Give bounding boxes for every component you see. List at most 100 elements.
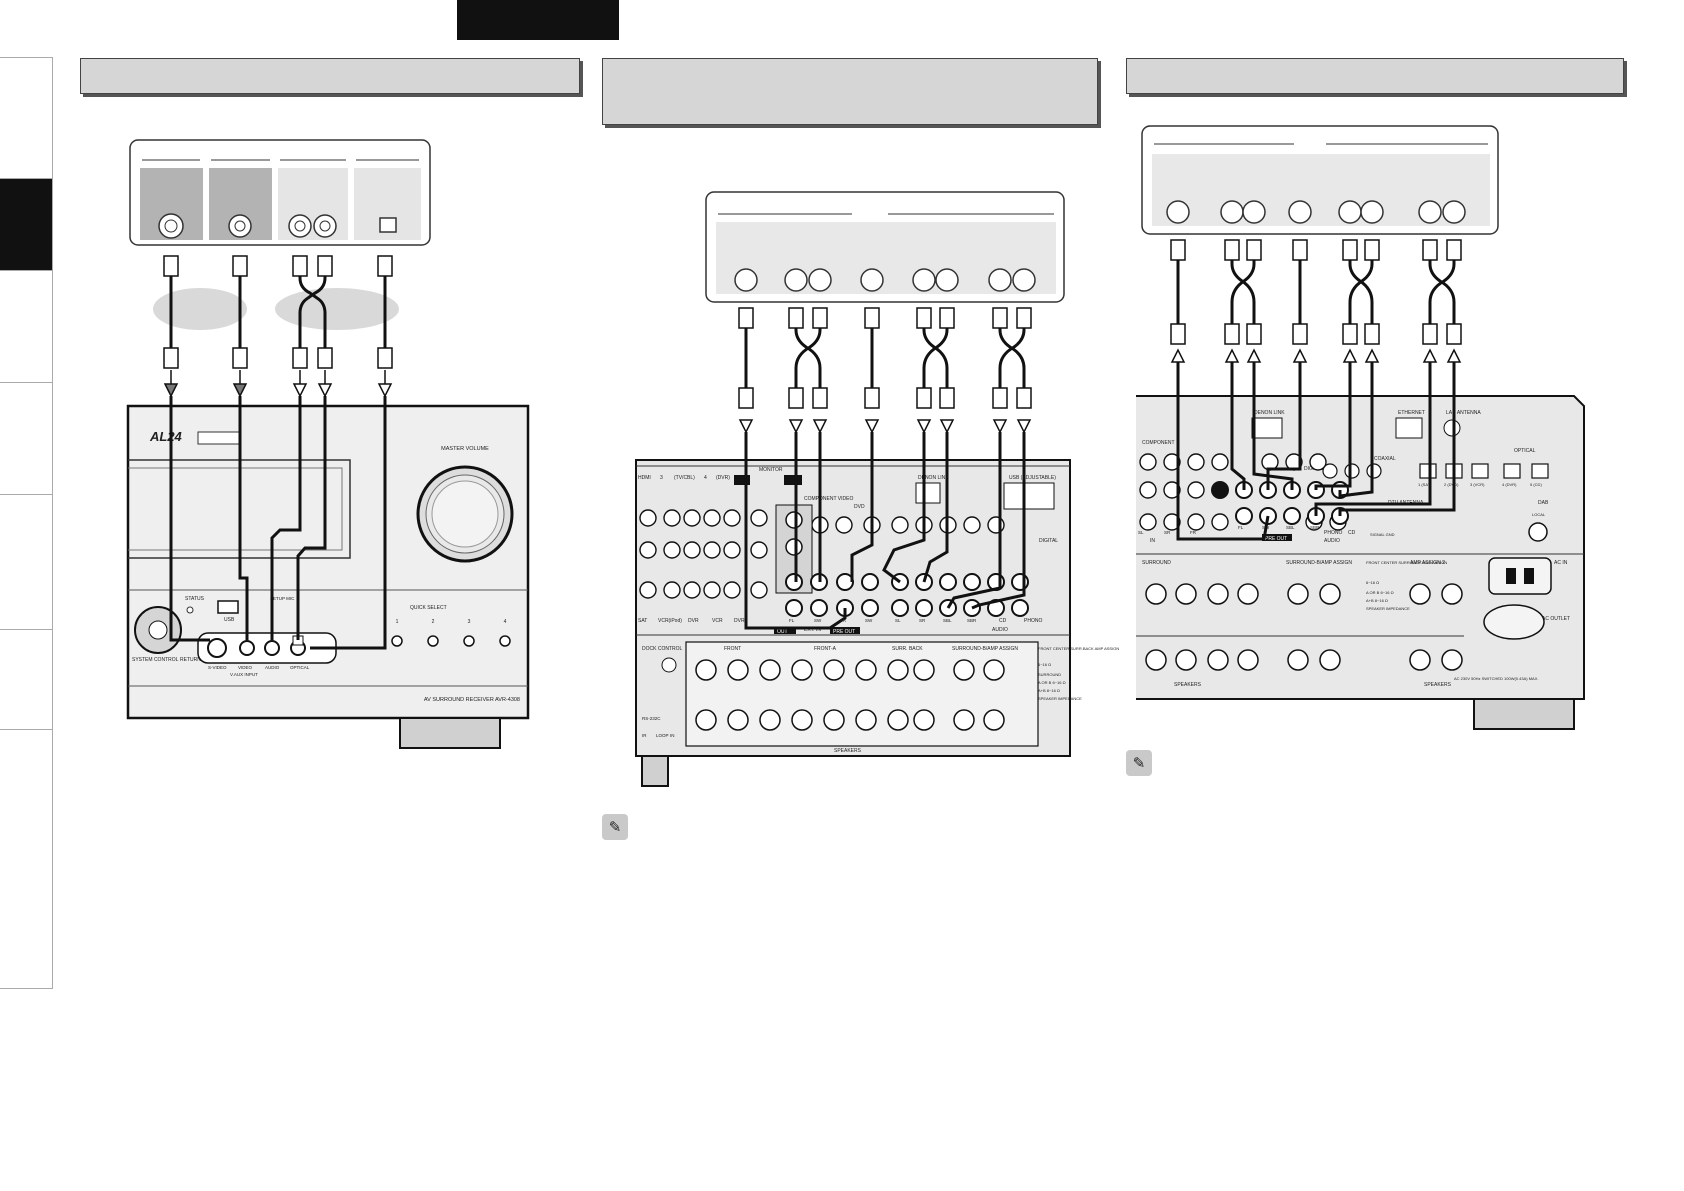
optical-label: OPTICAL (290, 665, 310, 670)
receiver-rear-panel-2: HDMI 3 (TV/CBL) 4 (DVR) MONITOR DENON LI… (635, 432, 1119, 787)
ethernet-label: ETHERNET (1398, 410, 1425, 416)
sidebar-tab-7[interactable] (0, 729, 52, 989)
optical-port-4-label: 4 (DVR) (1502, 482, 1517, 487)
optical-label-3: OPTICAL (1514, 448, 1536, 454)
denon-link-port[interactable] (915, 482, 941, 504)
lan-antenna-label: LAN ANTENNA (1446, 410, 1481, 416)
jack3-label-fr: FR (1190, 530, 1197, 535)
sidebar-tab-6[interactable] (0, 629, 52, 729)
pre-out-label-3: PRE OUT (1265, 536, 1287, 542)
signal-gnd-label: SIGNAL GND (1370, 532, 1395, 537)
section1-title (80, 58, 580, 94)
receiver-front-panel: AL24 MASTER VOLUME SYSTEM CONTROL RETURN… (126, 396, 530, 749)
sidebar-tab-4[interactable] (0, 382, 52, 494)
optical-port-5-label: 5 (CD) (1530, 482, 1542, 487)
note-pencil-icon-3: ✎ (1126, 750, 1152, 776)
ac-outlet-label: AC OUTLET (1542, 616, 1570, 622)
jack3-label-sl: SL (1138, 530, 1144, 535)
impedance-ab-2: A OR B 6~16 Ω (1038, 680, 1066, 685)
lan-antenna-port[interactable] (1443, 419, 1461, 437)
speakers-label-3a: SPEAKERS (1174, 682, 1202, 688)
usb-port-rear[interactable] (1003, 482, 1055, 510)
dab-antenna-port[interactable] (1528, 522, 1548, 542)
sidebar-tab-3[interactable] (0, 270, 52, 382)
quick-select-3-button[interactable] (463, 635, 475, 647)
quick-select-2-button[interactable] (427, 635, 439, 647)
impedance-front-2: 6~16 Ω (1038, 662, 1051, 667)
speaker-group-surround-b: SURROUND-B/AMP ASSIGN (952, 646, 1018, 652)
usb-port[interactable] (217, 600, 239, 614)
section3-cables (1176, 242, 1456, 339)
v-aux-input-label: V.AUX INPUT (230, 672, 258, 677)
ext-in-fl-jack (785, 573, 803, 591)
return-label: RETURN (180, 657, 201, 663)
pre-out-label: PRE OUT (833, 629, 855, 635)
component-jack-y[interactable] (785, 511, 803, 529)
dock-control-port[interactable] (661, 657, 677, 673)
optical-port-2-label: 2 (DVD) (1444, 482, 1459, 487)
monitor-port-1[interactable] (734, 475, 750, 485)
receiver-svideo-jack[interactable] (207, 638, 227, 658)
dab-label: DAB (1538, 500, 1549, 506)
monitor-port-2[interactable] (784, 475, 802, 485)
system-control-label: SYSTEM CONTROL (132, 657, 179, 663)
coaxial-label: COAXIAL (1374, 456, 1396, 462)
quick-select-4-button[interactable] (499, 635, 511, 647)
component-label-3: COMPONENT (1142, 440, 1175, 446)
rs232c-label: RS-232C (642, 716, 661, 721)
jack-label-sbl: SBL (943, 618, 952, 623)
front-center-label-3: FRONT CENTER SURR.BACK AMP ASSIGN (1366, 560, 1447, 565)
system-control-dial[interactable] (134, 606, 182, 654)
jack3-label-fl: FL (1238, 525, 1244, 530)
sidebar-tab-5[interactable] (0, 494, 52, 629)
device-audio-area (278, 168, 348, 240)
ac-in-socket[interactable] (1488, 557, 1552, 595)
receiver-video-jack[interactable] (239, 640, 255, 656)
denon-link-label-3: DENON LINK (1254, 410, 1285, 416)
receiver-audio-l-jack[interactable] (264, 640, 280, 656)
rear-wiring-2 (744, 432, 1026, 630)
speakers-label-3b: SPEAKERS (1424, 682, 1452, 688)
optical-jack-icon (379, 217, 397, 233)
optical-port-labels: 1 (SAT) 2 (DVD) 3 (VCR) 4 (DVR) 5 (CD) (1418, 482, 1542, 487)
speakers-label-2: SPEAKERS (834, 748, 862, 754)
quick-select-4-label: 4 (504, 619, 507, 625)
hdmi-input-tvcbl: (TV/CBL) (674, 475, 695, 481)
speaker-group-surr-back: SURR. BACK (892, 646, 923, 652)
surround-label-3: SURROUND (1142, 560, 1171, 566)
external-amp-jacks-3 (1166, 200, 1466, 224)
cable-group-video (153, 288, 247, 330)
master-volume-knob[interactable] (416, 465, 514, 563)
video-label: VIDEO (238, 665, 253, 670)
audio-label-3: AUDIO (1324, 538, 1340, 544)
jack-label-sl: SL (895, 618, 901, 623)
digital-label: DIGITAL (1039, 538, 1058, 544)
row-label-dvr: DVR (688, 618, 699, 624)
jack-label-sr: SR (919, 618, 926, 623)
ethernet-port[interactable] (1395, 417, 1423, 439)
audio-r-jack-icon (313, 214, 337, 238)
quick-select-1-button[interactable] (391, 635, 403, 647)
speaker-terminals-2 (695, 659, 1005, 731)
jack-label-sbr: SBR (967, 618, 977, 623)
row-label-vcr: VCR (712, 618, 723, 624)
denon-link-port-3[interactable] (1251, 417, 1283, 439)
row-label-vcr-ipod: VCR(iPod) (658, 618, 682, 624)
section2-title (602, 58, 1098, 125)
optical-port-1 (1419, 463, 1437, 479)
section2-plugs (738, 307, 1032, 409)
page-tab-header (457, 0, 619, 40)
hdmi-input-4: 4 (704, 475, 707, 481)
monitor-label: MONITOR (759, 467, 783, 473)
speaker-group-front-a: FRONT-A (814, 646, 837, 652)
ac-outlet-socket[interactable] (1483, 604, 1545, 640)
status-indicator (186, 606, 194, 614)
impedance-front-3: 6~16 Ω (1366, 580, 1379, 585)
component-jack-pb[interactable] (785, 538, 803, 556)
surround-b-label-3: SURROUND-B/AMP ASSIGN (1286, 560, 1352, 566)
quick-select-buttons: 1 2 3 4 (391, 619, 511, 647)
sidebar-tab-1[interactable] (0, 57, 52, 178)
ac-in-label: AC IN (1554, 560, 1568, 566)
in-label-2: IN (670, 733, 675, 738)
sidebar-tab-2[interactable] (0, 178, 52, 270)
